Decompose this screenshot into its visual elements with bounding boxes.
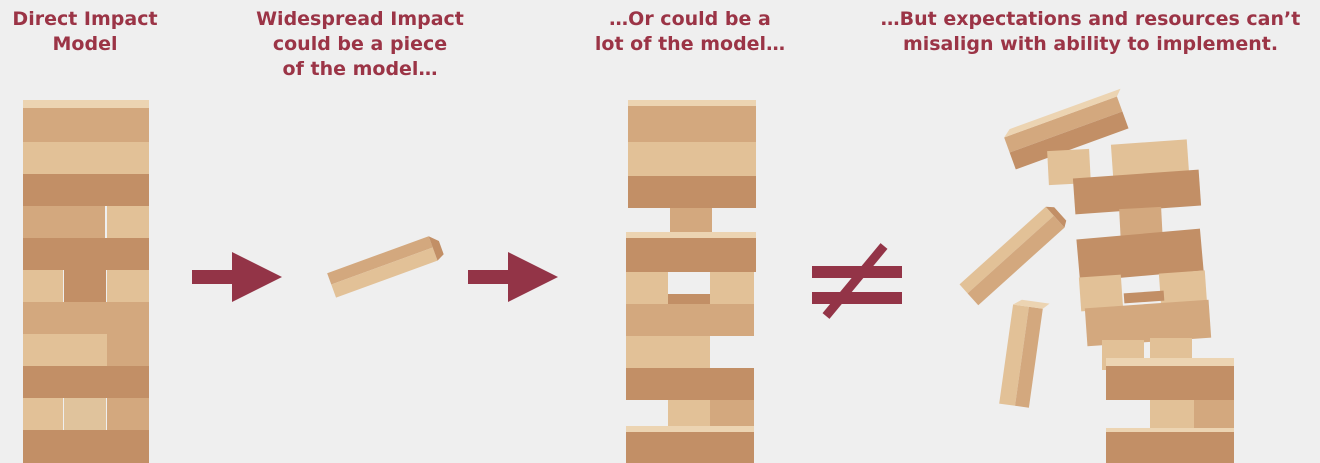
not-equal-icon [812,243,902,319]
right-arrow-icon [468,252,558,302]
caption-lot-of-model: …Or could be a lot of the model… [585,7,795,57]
caption-misalign: …But expectations and resources can’t mi… [868,7,1313,57]
collapsing-jenga-tower [959,88,1234,463]
caption-widespread-piece: Widespread Impact could be a piece of th… [250,7,470,82]
caption-widespread-piece-text: Widespread Impact could be a piece of th… [256,8,464,80]
single-jenga-block [327,236,444,298]
caption-direct-impact: Direct Impact Model [5,7,165,57]
partial-jenga-tower [626,100,756,463]
right-arrow-icon [192,252,282,302]
complete-jenga-tower [23,100,149,463]
caption-lot-of-model-text: …Or could be a lot of the model… [594,8,786,55]
caption-direct-impact-text: Direct Impact Model [12,8,158,55]
caption-misalign-text: …But expectations and resources can’t mi… [880,8,1301,55]
